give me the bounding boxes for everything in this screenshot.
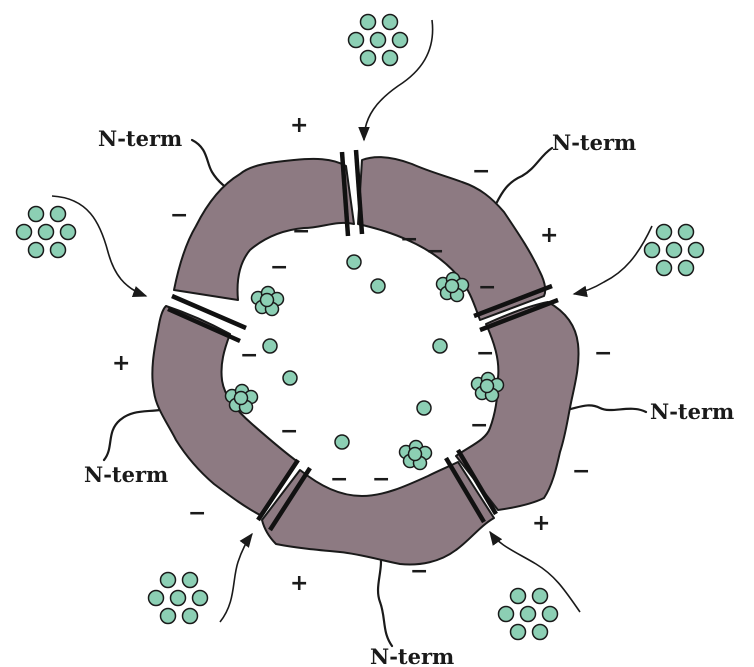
curved-arrow-icon [52, 196, 146, 296]
subunit-left [152, 306, 298, 516]
plus-charge-sign: + [290, 113, 308, 138]
ion-cluster-ion [533, 589, 548, 604]
plus-charge-sign: + [290, 571, 308, 596]
ion-cluster-ion [499, 607, 514, 622]
ion-cluster-ion [29, 243, 44, 258]
n-term-label: N-term [650, 399, 734, 424]
n-term-tail-right [566, 405, 646, 412]
inner-ion [417, 401, 431, 415]
ion-cluster-ion [349, 33, 364, 48]
minus-charge-sign: − [400, 227, 418, 252]
minus-charge-sign: − [372, 467, 390, 492]
ion-cluster-ion [51, 243, 66, 258]
ion-cluster-ion [657, 225, 672, 240]
ion-cluster-ion [183, 573, 198, 588]
minus-charge-sign: − [426, 239, 444, 264]
ion-cluster-ion [645, 243, 660, 258]
ion-cluster-ion [533, 625, 548, 640]
bound-ion [409, 448, 422, 461]
subunit-top-left [174, 159, 354, 300]
minus-charge-sign: − [472, 159, 490, 184]
bound-ion [235, 392, 248, 405]
ion-cluster-ion [193, 591, 208, 606]
minus-charge-sign: − [240, 343, 258, 368]
minus-charge-sign: − [292, 219, 310, 244]
ion-cluster-ion [521, 607, 536, 622]
n-term-label: N-term [98, 126, 182, 151]
ion-cluster-ion [543, 607, 558, 622]
ion-cluster-ion [361, 15, 376, 30]
channel-subunits [152, 157, 578, 564]
n-term-tail-bottom [378, 552, 392, 646]
ion-cluster-ion [383, 51, 398, 66]
n-term-label: N-term [84, 462, 168, 487]
inner-ion [347, 255, 361, 269]
minus-charge-sign: − [476, 341, 494, 366]
minus-charge-sign: − [188, 501, 206, 526]
ion-cluster-ion [511, 589, 526, 604]
ion-cluster-ion [657, 261, 672, 276]
minus-charge-sign: − [410, 559, 428, 584]
n-term-tail-upper-right [496, 148, 552, 204]
ion-cluster-ion [161, 573, 176, 588]
minus-charge-sign: − [478, 275, 496, 300]
minus-charge-sign: − [280, 419, 298, 444]
ion-cluster-ion [29, 207, 44, 222]
ion-cluster-ion [17, 225, 32, 240]
plus-charge-sign: + [112, 351, 130, 376]
inner-ion [283, 371, 297, 385]
ion-cluster-ion [61, 225, 76, 240]
ion-cluster-ion [689, 243, 704, 258]
minus-charge-sign: − [330, 467, 348, 492]
ion-cluster-ion [393, 33, 408, 48]
n-term-label: N-term [552, 130, 636, 155]
inner-ion [335, 435, 349, 449]
bound-ion [261, 294, 274, 307]
bound-ion [446, 280, 459, 293]
ion-cluster-ion [383, 15, 398, 30]
plus-charge-sign: + [532, 511, 550, 536]
ion-cluster-ion [511, 625, 526, 640]
ion-cluster-ion [679, 261, 694, 276]
ion-cluster-ion [679, 225, 694, 240]
minus-charge-sign: − [170, 203, 188, 228]
bound-ion [481, 380, 494, 393]
ion-cluster-ion [183, 609, 198, 624]
inner-ion [433, 339, 447, 353]
ion-cluster-ion [51, 207, 66, 222]
n-term-label: N-term [370, 644, 454, 667]
inner-ion [371, 279, 385, 293]
n-term-tail-lower-left [104, 410, 160, 460]
plus-charge-sign: + [540, 223, 558, 248]
curved-arrow-icon [574, 226, 652, 294]
ion-cluster-ion [667, 243, 682, 258]
minus-charge-sign: − [270, 255, 288, 280]
ion-cluster-ion [171, 591, 186, 606]
ion-cluster-ion [149, 591, 164, 606]
minus-charge-sign: − [470, 413, 488, 438]
ion-cluster-ion [161, 609, 176, 624]
curved-arrow-icon [220, 534, 252, 622]
minus-charge-sign: − [572, 459, 590, 484]
minus-charge-sign: − [594, 341, 612, 366]
ion-cluster-ion [361, 51, 376, 66]
inner-ion [263, 339, 277, 353]
ion-cluster-ion [39, 225, 54, 240]
ion-cluster-ion [371, 33, 386, 48]
